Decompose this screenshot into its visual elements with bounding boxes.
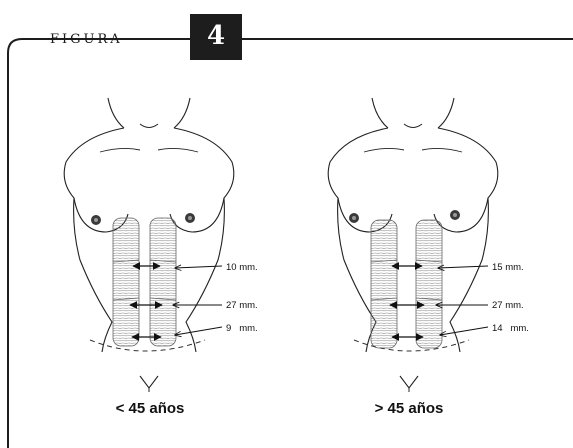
left-caption: < 45 años bbox=[116, 400, 185, 417]
left-measure-2: 27 mm. bbox=[226, 300, 258, 311]
right-measure-2: 27 mm. bbox=[492, 300, 524, 311]
left-measure-3: 9 mm. bbox=[226, 323, 258, 334]
right-measure-1: 15 mm. bbox=[492, 262, 524, 273]
right-caption: > 45 años bbox=[375, 400, 444, 417]
torso-right bbox=[328, 98, 498, 392]
right-measure-3: 14 mm. bbox=[492, 323, 529, 334]
torso-left bbox=[64, 98, 234, 392]
left-measure-1: 10 mm. bbox=[226, 262, 258, 273]
